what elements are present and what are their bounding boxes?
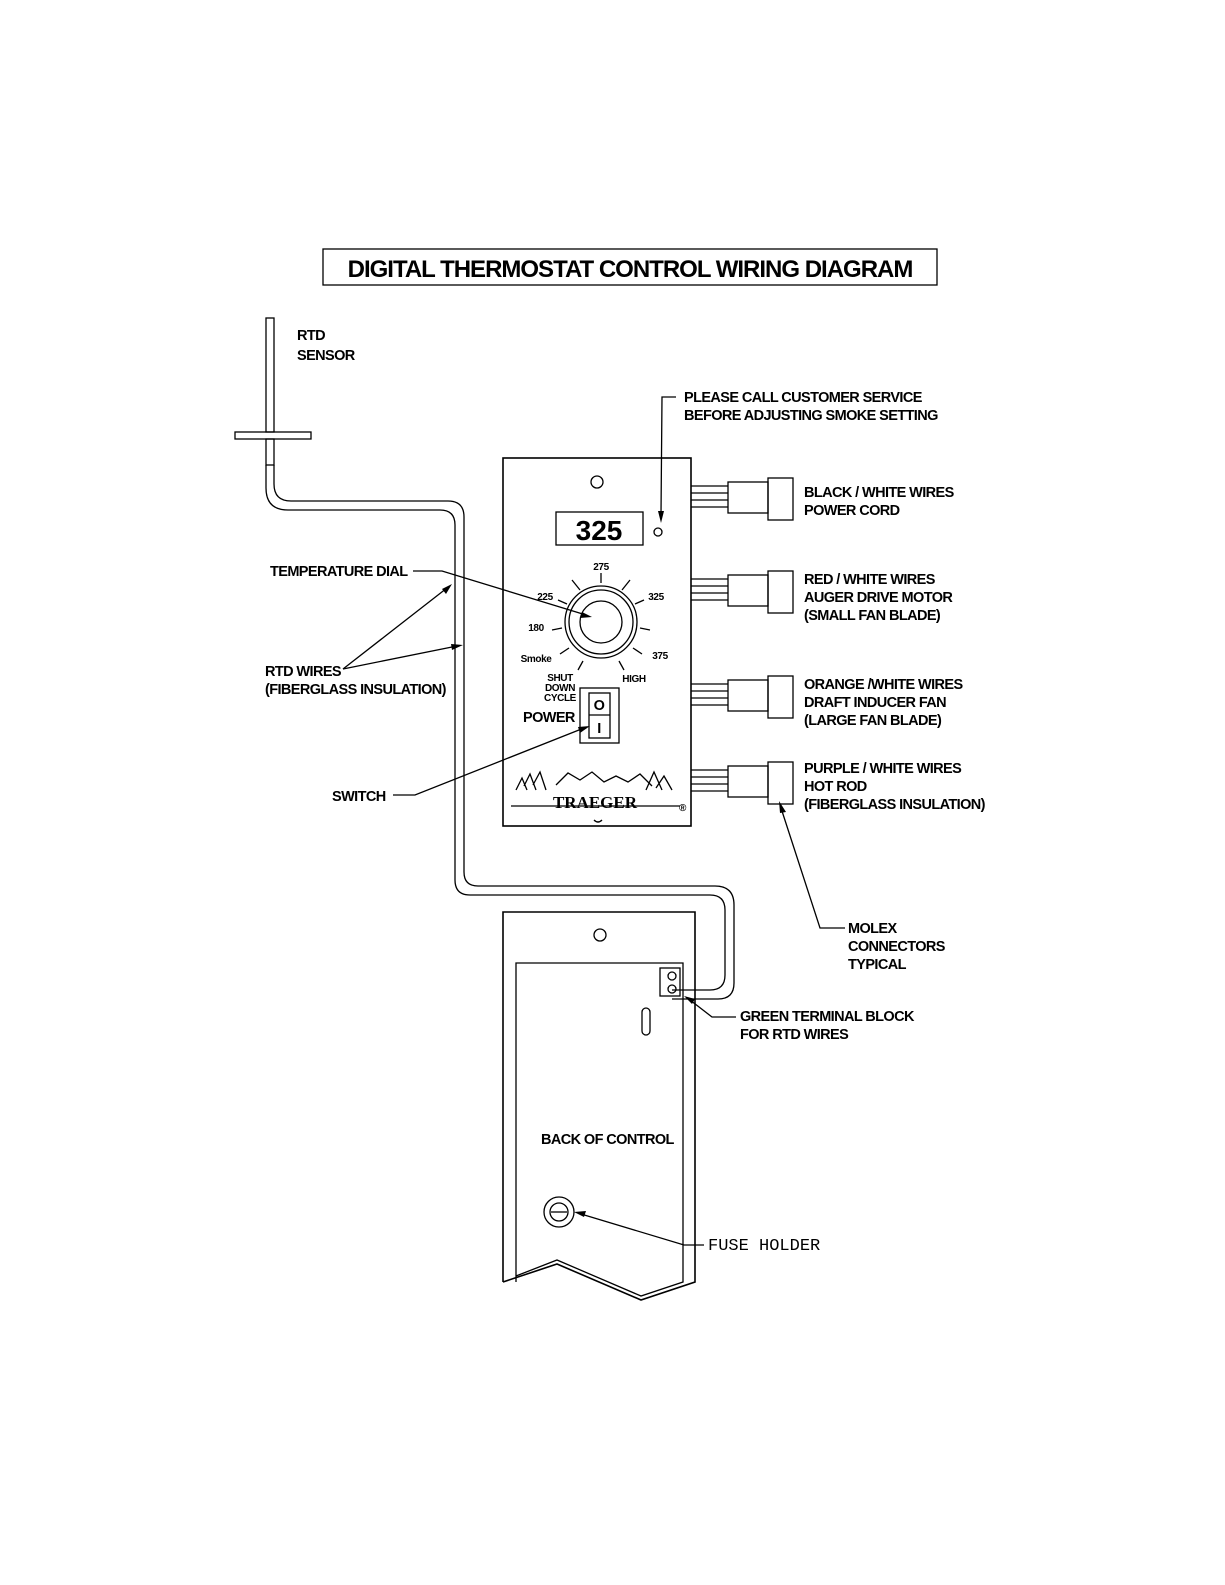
orange-white-label: ORANGE /WHITE WIRES DRAFT INDUCER FAN (L… [804, 677, 964, 729]
fuse-holder-label: FUSE HOLDER [708, 1237, 820, 1256]
switch-callout: SWITCH [332, 726, 590, 805]
dial-tick-375: 375 [652, 651, 668, 662]
rtd-sensor-probe [234, 317, 312, 466]
molex-callout: MOLEX CONNECTORS TYPICAL [779, 801, 946, 973]
back-of-control-label: BACK OF CONTROL [541, 1132, 675, 1148]
dial-tick-marks [551, 573, 651, 671]
dial-tick-high: HIGH [622, 674, 646, 685]
purple-white-label-line1: PURPLE / WHITE WIRES [804, 761, 962, 777]
temperature-dial[interactable]: 275 225 325 180 375 Smoke HIGH SHUT DOWN… [521, 562, 669, 704]
red-white-label: RED / WHITE WIRES AUGER DRIVE MOTOR (SMA… [804, 572, 954, 624]
rtd-sensor-label-line2: SENSOR [297, 348, 356, 364]
orange-white-label-line1: ORANGE /WHITE WIRES [804, 677, 964, 693]
terminal-block-callout: GREEN TERMINAL BLOCK FOR RTD WIRES [684, 996, 916, 1043]
brand-mark: ® [679, 803, 687, 814]
traeger-logo: TRAEGER ® [511, 770, 687, 823]
dial-tick-225: 225 [537, 592, 553, 603]
dial-tick-275: 275 [593, 562, 609, 573]
dial-tick-180: 180 [528, 623, 544, 634]
purple-white-label-line2: HOT ROD [804, 779, 867, 795]
fuse-holder-callout: FUSE HOLDER [574, 1211, 820, 1256]
purple-white-label-line3: (FIBERGLASS INSULATION) [804, 797, 986, 813]
switch-label: SWITCH [332, 789, 386, 805]
rtd-wires-label-line1: RTD WIRES [265, 664, 342, 680]
red-white-label-line2: AUGER DRIVE MOTOR [804, 590, 953, 606]
customer-service-line2: BEFORE ADJUSTING SMOKE SETTING [684, 408, 938, 424]
black-white-label-line2: POWER CORD [804, 503, 900, 519]
diagram-title: DIGITAL THERMOSTAT CONTROL WIRING DIAGRA… [348, 256, 913, 283]
orange-white-label-line3: (LARGE FAN BLADE) [804, 713, 942, 729]
mount-hole [590, 475, 604, 489]
terminal-block-label-line1: GREEN TERMINAL BLOCK [740, 1009, 915, 1025]
dial-tick-shutdown-1: SHUT [547, 673, 573, 684]
control-panel-back: BACK OF CONTROL [502, 911, 696, 1301]
dial-tick-shutdown-2: DOWN [545, 683, 575, 694]
molex-label-line3: TYPICAL [848, 957, 907, 973]
temperature-dial-callout: TEMPERATURE DIAL [270, 564, 592, 618]
orange-white-label-line2: DRAFT INDUCER FAN [804, 695, 946, 711]
dial-tick-smoke: Smoke [521, 654, 553, 665]
red-white-label-line1: RED / WHITE WIRES [804, 572, 936, 588]
power-label: POWER [523, 710, 576, 726]
slot [641, 1007, 651, 1036]
black-white-label: BLACK / WHITE WIRES POWER CORD [804, 485, 955, 519]
rtd-wire [265, 465, 735, 1000]
rtd-sensor-label-line1: RTD [297, 328, 325, 344]
black-white-label-line1: BLACK / WHITE WIRES [804, 485, 955, 501]
molex-label-line1: MOLEX [848, 921, 897, 937]
smoke-adjust-hole [653, 527, 663, 537]
rtd-sensor-label: RTD SENSOR [297, 328, 356, 364]
switch-on-symbol: I [597, 721, 601, 737]
title-box: DIGITAL THERMOSTAT CONTROL WIRING DIAGRA… [322, 248, 938, 286]
purple-white-label: PURPLE / WHITE WIRES HOT ROD (FIBERGLASS… [804, 761, 986, 813]
control-panel-front: 325 [502, 457, 692, 827]
rtd-wires-callout: RTD WIRES (FIBERGLASS INSULATION) [265, 584, 463, 698]
terminal-block-label-line2: FOR RTD WIRES [740, 1027, 849, 1043]
temperature-display-value: 325 [576, 515, 623, 546]
back-mount-hole [593, 928, 607, 942]
temperature-display [555, 511, 644, 546]
molex-connectors [691, 477, 794, 805]
dial-tick-325: 325 [648, 592, 664, 603]
temperature-dial-label: TEMPERATURE DIAL [270, 564, 408, 580]
red-white-label-line3: (SMALL FAN BLADE) [804, 608, 941, 624]
molex-label-line2: CONNECTORS [848, 939, 946, 955]
customer-service-note: PLEASE CALL CUSTOMER SERVICE BEFORE ADJU… [658, 390, 939, 523]
rtd-wires-label-line2: (FIBERGLASS INSULATION) [265, 682, 447, 698]
brand-name: TRAEGER [553, 793, 638, 812]
power-switch[interactable]: O I [579, 687, 620, 744]
customer-service-line1: PLEASE CALL CUSTOMER SERVICE [684, 390, 923, 406]
dial-tick-shutdown-3: CYCLE [544, 693, 577, 704]
green-terminal-block [659, 967, 681, 997]
switch-off-symbol: O [594, 698, 605, 714]
